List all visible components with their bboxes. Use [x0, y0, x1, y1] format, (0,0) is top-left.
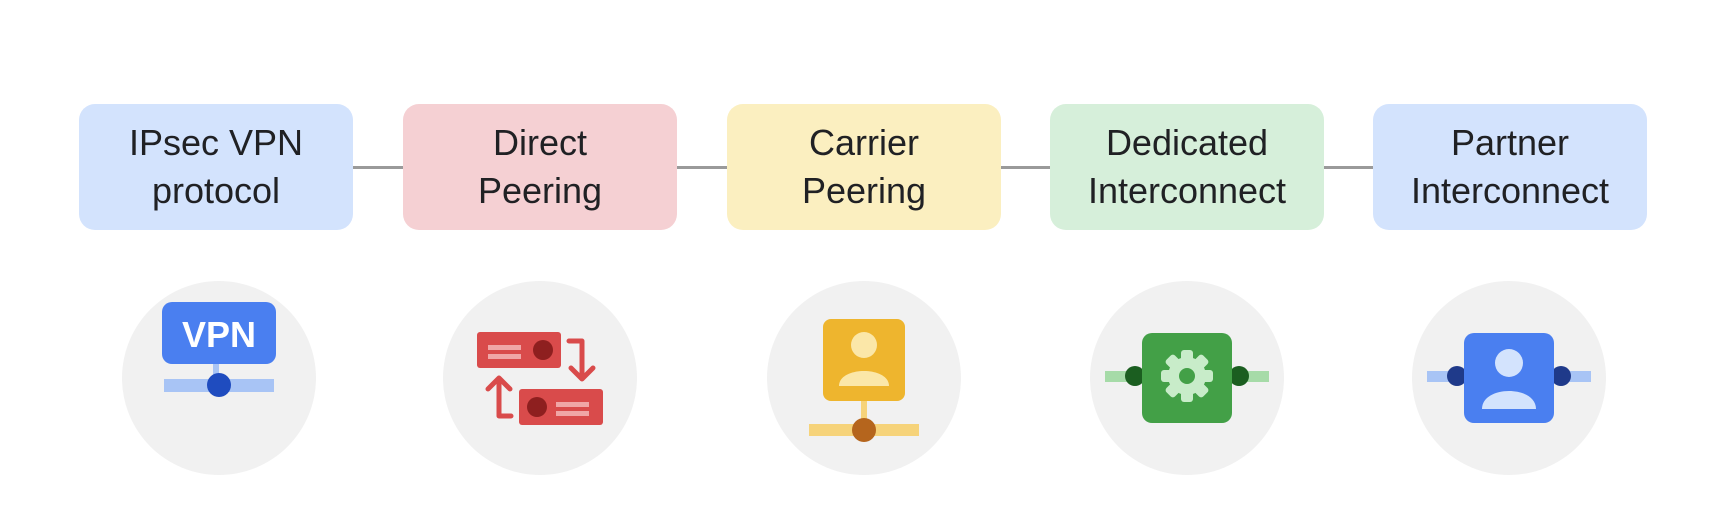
- arrow-up-icon: [485, 375, 514, 419]
- network-node: [852, 418, 876, 442]
- person-body: [839, 371, 889, 386]
- option-label-line2: Interconnect: [1087, 170, 1287, 211]
- connector-line: [999, 166, 1051, 169]
- link-node: [1125, 366, 1145, 386]
- option-box-dedicated-interconnect: Dedicated Interconnect: [1050, 104, 1324, 230]
- option-label-line2: protocol: [151, 170, 281, 211]
- option-label-line1: IPsec VPN: [128, 122, 304, 163]
- connector-line: [1322, 166, 1374, 169]
- option-label-line1: Partner: [1450, 122, 1570, 163]
- link-node: [1447, 366, 1467, 386]
- vpn-badge-text: VPN: [182, 314, 256, 355]
- server-bottom-line: [556, 402, 589, 407]
- network-stem: [861, 397, 867, 427]
- direct-peering-icon-circle: [443, 281, 637, 475]
- option-label: Partner Interconnect: [1411, 119, 1609, 215]
- server-top-led: [533, 340, 553, 360]
- link-node: [1229, 366, 1249, 386]
- option-label-line1: Dedicated: [1105, 122, 1269, 163]
- option-label: Direct Peering: [478, 119, 602, 215]
- server-top-line: [488, 345, 521, 350]
- option-label-line2: Peering: [801, 170, 927, 211]
- server-bottom-line: [556, 411, 589, 416]
- option-label: Dedicated Interconnect: [1088, 119, 1286, 215]
- vpn-icon-circle: VPN: [122, 281, 316, 475]
- arrow-down-icon: [566, 338, 596, 382]
- option-label: IPsec VPN protocol: [129, 119, 303, 215]
- dedicated-interconnect-icon-circle: [1090, 281, 1284, 475]
- option-label: Carrier Peering: [802, 119, 926, 215]
- server-top-line: [488, 354, 521, 359]
- partner-badge: [1464, 333, 1554, 423]
- dedicated-interconnect-icon: [1105, 333, 1269, 423]
- person-head: [851, 332, 877, 358]
- link-node: [1551, 366, 1571, 386]
- option-box-direct-peering: Direct Peering: [403, 104, 677, 230]
- partner-interconnect-icon-circle: [1412, 281, 1606, 475]
- option-box-carrier-peering: Carrier Peering: [727, 104, 1001, 230]
- vpn-icon: VPN: [162, 302, 276, 397]
- network-stem: [213, 355, 219, 383]
- partner-interconnect-icon: [1427, 333, 1591, 423]
- vpn-badge: [162, 302, 276, 364]
- person-body: [1482, 391, 1536, 409]
- carrier-peering-icon-circle: [767, 281, 961, 475]
- direct-peering-icon: [477, 332, 603, 425]
- option-box-ipsec-vpn: IPsec VPN protocol: [79, 104, 353, 230]
- option-box-partner-interconnect: Partner Interconnect: [1373, 104, 1647, 230]
- option-label-line2: Interconnect: [1410, 170, 1610, 211]
- option-label-line1: Direct: [492, 122, 587, 163]
- carrier-peering-icon: [809, 319, 919, 442]
- person-head: [1495, 349, 1523, 377]
- network-node: [207, 373, 231, 397]
- connector-line: [352, 166, 404, 169]
- carrier-badge: [823, 319, 905, 401]
- option-label-line1: Carrier: [808, 122, 919, 163]
- gear-hole: [1179, 368, 1195, 384]
- server-bottom-led: [527, 397, 547, 417]
- connector-line: [676, 166, 728, 169]
- option-label-line2: Peering: [477, 170, 603, 211]
